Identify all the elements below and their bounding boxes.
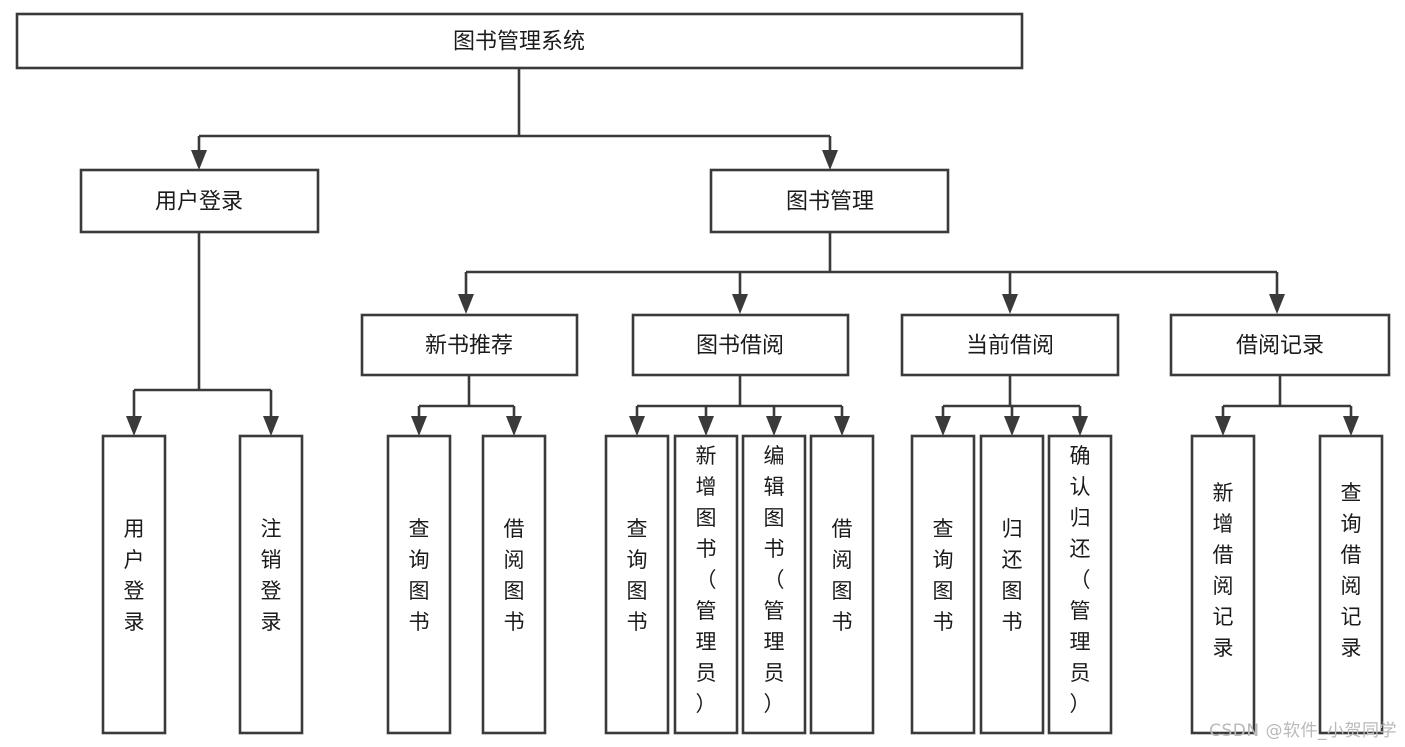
- arrow-head-leaf-edit-book: [766, 416, 782, 436]
- node-leaf-query-book-3[interactable]: 查询图书: [910, 434, 976, 735]
- node-leaf-borrow-book-1-box[interactable]: [481, 434, 547, 735]
- node-root[interactable]: 图书管理系统: [15, 12, 1024, 70]
- node-current-borrow-box[interactable]: [900, 313, 1120, 377]
- connectors-new-book-recommend-to-leaves: [411, 375, 522, 436]
- arrow-head-book-borrow: [732, 294, 748, 314]
- node-leaf-user-login-box[interactable]: [101, 434, 167, 735]
- connectors-borrow-record-to-leaves: [1215, 375, 1359, 436]
- node-leaf-query-record[interactable]: 查询借阅记录: [1318, 434, 1384, 735]
- node-new-book-recommend-label: 新书推荐: [425, 334, 513, 359]
- arrow-head-leaf-borrow-book-2: [834, 416, 850, 436]
- connectors-current-borrow-to-leaves: [935, 375, 1088, 436]
- arrow-head-leaf-query-record: [1343, 416, 1359, 436]
- node-leaf-add-record-box[interactable]: [1190, 434, 1256, 735]
- arrow-head-leaf-add-book: [698, 416, 714, 436]
- node-new-book-recommend-box[interactable]: [360, 313, 579, 377]
- node-leaf-query-record-label: 查询借阅记录: [1341, 481, 1362, 660]
- node-leaf-query-book-1-box[interactable]: [386, 434, 452, 735]
- arrow-head-book-manage: [822, 150, 838, 170]
- watermark-text: CSDN @软件_小贺同学: [1209, 721, 1397, 741]
- node-leaf-logout-label: 注销登录: [261, 517, 282, 634]
- node-leaf-confirm-return-box[interactable]: [1047, 434, 1113, 735]
- node-leaf-query-book-1[interactable]: 查询图书: [386, 434, 452, 735]
- node-new-book-recommend[interactable]: 新书推荐: [360, 313, 579, 377]
- arrow-head-leaf-logout: [263, 416, 279, 436]
- node-book-borrow-label: 图书借阅: [696, 334, 784, 359]
- connectors-user-login-to-leaves: [126, 232, 279, 436]
- node-leaf-return-book-box[interactable]: [979, 434, 1045, 735]
- node-leaf-return-book[interactable]: 归还图书: [979, 434, 1045, 735]
- node-leaf-return-book-label: 归还图书: [1002, 517, 1023, 634]
- node-leaf-query-book-2[interactable]: 查询图书: [604, 434, 670, 735]
- node-leaf-query-book-3-box[interactable]: [910, 434, 976, 735]
- node-leaf-borrow-book-1-label: 借阅图书: [504, 517, 525, 634]
- node-leaf-edit-book-label: 编辑图书（管理员）: [764, 444, 785, 716]
- arrow-head-new-book-recommend: [458, 294, 474, 314]
- node-leaf-query-book-2-label: 查询图书: [627, 517, 648, 634]
- node-leaf-add-book-label: 新增图书（管理员）: [696, 444, 717, 716]
- arrow-head-leaf-confirm-return: [1072, 416, 1088, 436]
- node-book-borrow[interactable]: 图书借阅: [631, 313, 850, 377]
- arrow-head-current-borrow: [1002, 294, 1018, 314]
- node-leaf-add-book[interactable]: 新增图书（管理员）: [673, 434, 739, 735]
- node-leaf-add-record[interactable]: 新增借阅记录: [1190, 434, 1256, 735]
- node-root-label: 图书管理系统: [453, 30, 585, 55]
- node-leaf-borrow-book-2-label: 借阅图书: [832, 517, 853, 634]
- node-user-login[interactable]: 用户登录: [79, 168, 320, 234]
- node-borrow-record[interactable]: 借阅记录: [1169, 313, 1391, 377]
- node-borrow-record-box[interactable]: [1169, 313, 1391, 377]
- node-leaf-confirm-return-label: 确认归还（管理员）: [1070, 444, 1091, 716]
- node-leaf-add-record-label: 新增借阅记录: [1213, 481, 1234, 660]
- arrow-head-leaf-add-record: [1215, 416, 1231, 436]
- arrow-head-leaf-query-book-3: [935, 416, 951, 436]
- arrow-head-leaf-query-book-2: [629, 416, 645, 436]
- node-user-login-label: 用户登录: [155, 190, 243, 215]
- node-leaf-logout[interactable]: 注销登录: [238, 434, 304, 735]
- arrow-head-leaf-user-login: [126, 416, 142, 436]
- arrow-head-leaf-query-book-1: [411, 416, 427, 436]
- node-leaf-query-book-3-label: 查询图书: [933, 517, 954, 634]
- node-leaf-query-book-2-box[interactable]: [604, 434, 670, 735]
- node-leaf-borrow-book-2-box[interactable]: [809, 434, 875, 735]
- connectors-book-manage-to-level2: [458, 232, 1285, 314]
- node-leaf-edit-book[interactable]: 编辑图书（管理员）: [741, 434, 807, 735]
- node-leaf-add-book-box[interactable]: [673, 434, 739, 735]
- arrow-head-borrow-record: [1269, 294, 1285, 314]
- node-leaf-user-login-label: 用户登录: [124, 517, 145, 634]
- node-current-borrow-label: 当前借阅: [966, 334, 1054, 359]
- node-book-borrow-box[interactable]: [631, 313, 850, 377]
- connectors-book-borrow-to-leaves: [629, 375, 850, 436]
- node-user-login-box[interactable]: [79, 168, 320, 234]
- node-leaf-user-login[interactable]: 用户登录: [101, 434, 167, 735]
- node-leaf-logout-box[interactable]: [238, 434, 304, 735]
- connectors-root-to-level1: [191, 68, 838, 170]
- node-book-manage-label: 图书管理: [786, 190, 874, 215]
- node-leaf-edit-book-box[interactable]: [741, 434, 807, 735]
- node-leaf-query-book-1-label: 查询图书: [409, 517, 430, 634]
- node-book-manage[interactable]: 图书管理: [709, 168, 950, 234]
- arrow-head-user-login: [191, 150, 207, 170]
- node-leaf-confirm-return[interactable]: 确认归还（管理员）: [1047, 434, 1113, 735]
- node-root-box[interactable]: [15, 12, 1024, 70]
- node-leaf-borrow-book-1[interactable]: 借阅图书: [481, 434, 547, 735]
- node-leaf-borrow-book-2[interactable]: 借阅图书: [809, 434, 875, 735]
- node-current-borrow[interactable]: 当前借阅: [900, 313, 1120, 377]
- node-borrow-record-label: 借阅记录: [1236, 334, 1324, 359]
- node-book-manage-box[interactable]: [709, 168, 950, 234]
- arrow-head-leaf-borrow-book-1: [506, 416, 522, 436]
- node-leaf-query-record-box[interactable]: [1318, 434, 1384, 735]
- arrow-head-leaf-return-book: [1004, 416, 1020, 436]
